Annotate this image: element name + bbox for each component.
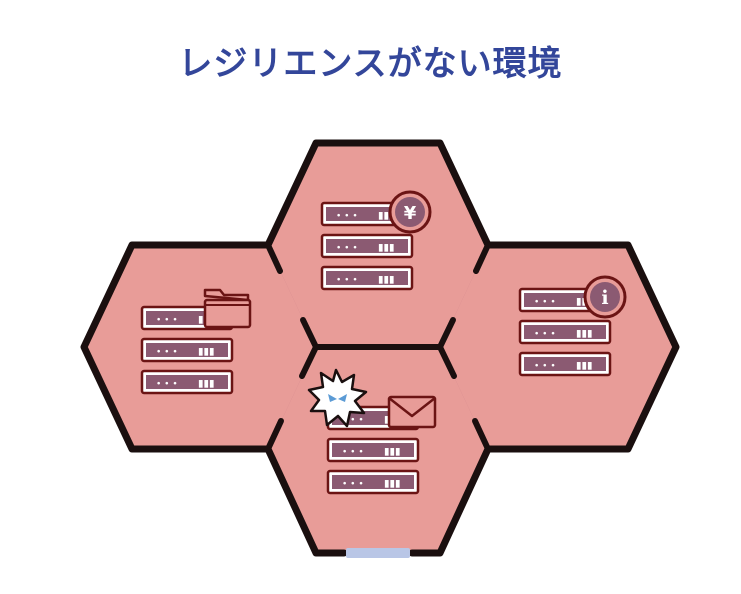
- malware-burst-icon: [307, 368, 368, 428]
- svg-text:i: i: [601, 287, 608, 309]
- outer-border: [80, 139, 680, 557]
- inner-wall-borders: [265, 242, 491, 452]
- page-title: レジリエンスがない環境: [178, 44, 563, 84]
- folder-icon: [203, 288, 252, 329]
- svg-text:¥: ¥: [404, 203, 417, 224]
- yen-icon: ¥: [388, 190, 432, 234]
- entrance-gap: [346, 548, 410, 558]
- envelope-icon: [387, 395, 437, 429]
- info-icon: i: [583, 275, 627, 319]
